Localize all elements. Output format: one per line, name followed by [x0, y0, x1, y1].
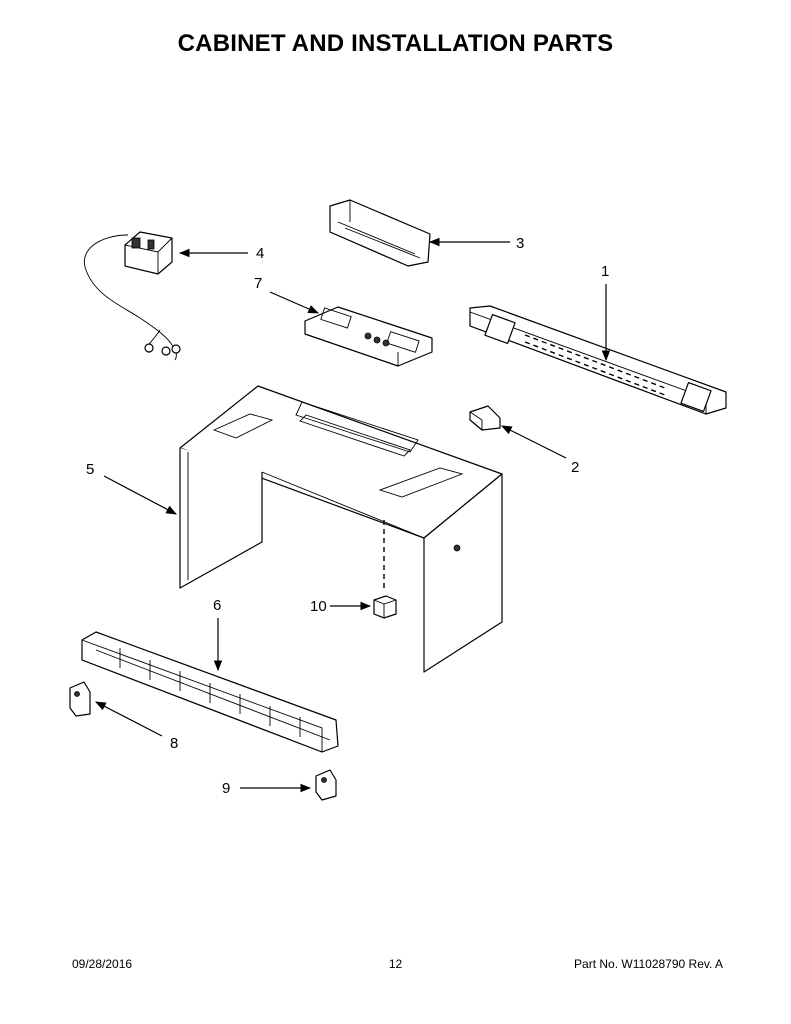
callout-1: 1: [601, 263, 609, 280]
callout-5: 5: [86, 461, 94, 478]
part-8-bracket: [69, 681, 91, 717]
callout-10: 10: [310, 598, 327, 615]
callout-2: 2: [571, 459, 579, 476]
arrow-7: [269, 291, 319, 314]
arrow-2: [501, 425, 567, 459]
part-10-switch: [373, 520, 397, 619]
part-7-mounting-plate: [304, 306, 433, 367]
part-6-vent-grille: [81, 631, 339, 753]
arrow-5: [103, 475, 177, 515]
callout-8: 8: [170, 735, 178, 752]
footer-date: 09/28/2016: [72, 957, 133, 971]
callout-6: 6: [213, 597, 221, 614]
callout-3: 3: [516, 235, 524, 252]
callout-arrows: [95, 237, 611, 793]
callout-7: 7: [254, 275, 262, 292]
part-1-mounting-rail: [469, 305, 727, 415]
footer-page-number: 12: [388, 957, 403, 971]
page-title: CABINET AND INSTALLATION PARTS: [177, 30, 614, 57]
callout-labels: 4 3 7 1 2 5 6 10 8 9: [86, 235, 609, 797]
footer-part-number: Part No. W11028790 Rev. A: [574, 957, 723, 971]
part-9-bracket: [315, 769, 337, 801]
arrow-8: [95, 701, 163, 737]
part-2-clip: [469, 405, 501, 431]
part-3-top-bracket: [329, 199, 431, 267]
part-4-power-cord: [83, 231, 181, 361]
callout-4: 4: [256, 245, 264, 262]
callout-9: 9: [222, 780, 230, 797]
cabinet-housing: [179, 385, 503, 673]
